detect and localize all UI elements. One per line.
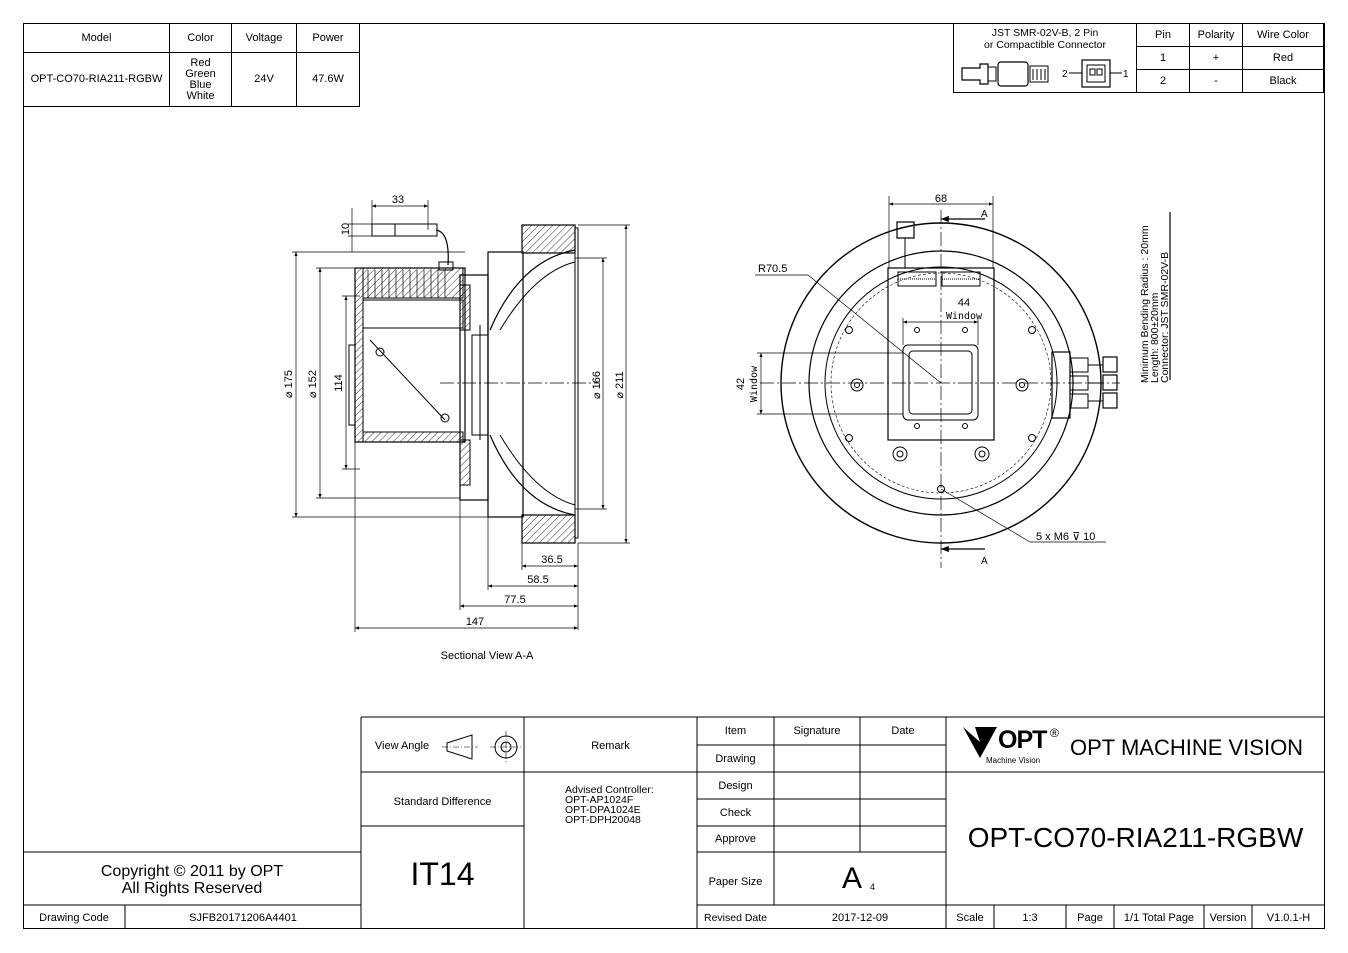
radius-label: R70.5 [758, 263, 787, 275]
revised-date-value: 2017-12-09 [831, 912, 889, 924]
paper-size-label: Paper Size [708, 876, 763, 888]
spec-voltage: 24V [231, 52, 297, 107]
drawing-frame [23, 23, 1325, 929]
spec-model: OPT-CO70-RIA211-RGBW [23, 52, 170, 107]
connector-desc-cell: JST SMR-02V-B, 2 Pin or Compactible Conn… [953, 23, 1137, 93]
dim-77-5-label: 77.5 [504, 594, 525, 606]
note-line-2: Length: 800±20mm [1149, 292, 1161, 383]
check-label: Check [719, 807, 752, 819]
version-label: Version [1209, 912, 1247, 924]
signature-label: Signature [793, 725, 841, 737]
advised-controller: Advised Controller: OPT-AP1024F OPT-DPA1… [565, 784, 654, 826]
scale-value: 1:3 [1022, 912, 1038, 924]
revised-date-label: Revised Date [703, 912, 768, 924]
conn-row1-polarity: + [1189, 46, 1243, 70]
copyright-line-1: Copyright © 2011 by OPT [100, 863, 284, 880]
scale-label: Scale [956, 912, 984, 924]
version-value: V1.0.1-H [1266, 912, 1311, 924]
connector-pin-label-1: 1 [1123, 69, 1129, 80]
drawing-code-value: SJFB20171206A4401 [189, 912, 297, 924]
spec-color-white: White [186, 89, 215, 102]
dim-dia-166-label: ⌀ 166 [591, 371, 603, 399]
drawing-label: Drawing [715, 753, 756, 765]
advised-line-3: OPT-DPA1024E [565, 804, 641, 816]
total-page-label: 1/1 Total Page [1123, 912, 1195, 924]
conn-row1-wire: Red [1242, 46, 1324, 70]
dim-58-5-label: 58.5 [527, 574, 548, 586]
approve-label: Approve [715, 833, 756, 845]
paper-size-sub: 4 [870, 882, 876, 892]
window-42-label: 42 [735, 378, 747, 390]
standard-difference-label: Standard Difference [393, 796, 492, 808]
view-angle-label: View Angle [374, 740, 430, 752]
logo-registered: ® [1050, 726, 1059, 740]
section-mark-a-bottom: A [981, 556, 988, 567]
conn-row2-wire: Black [1242, 69, 1324, 93]
dim-68-label: 68 [935, 193, 947, 205]
remark-label: Remark [591, 740, 630, 752]
advised-line-2: OPT-AP1024F [565, 794, 634, 806]
logo-text: OPT [998, 726, 1047, 754]
front-view [755, 196, 1171, 568]
advised-line-1: Advised Controller: [565, 784, 654, 796]
conn-row2-pin: 2 [1136, 69, 1190, 93]
title-model: OPT-CO70-RIA211-RGBW [967, 822, 1304, 853]
window-42-word: Window [749, 365, 760, 402]
section-view [292, 200, 630, 632]
dim-36-5-label: 36.5 [541, 554, 562, 566]
conn-row2-polarity: - [1189, 69, 1243, 93]
connector-table: JST SMR-02V-B, 2 Pin or Compactible Conn… [953, 23, 1324, 93]
copyright: Copyright © 2011 by OPT All Rights Reser… [23, 863, 361, 897]
connector-icon: 2 1 [961, 59, 1129, 88]
spec-power: 47.6W [296, 52, 360, 107]
connector-pin-label-2: 2 [1062, 69, 1068, 80]
dim-dia-211-label: ⌀ 211 [614, 371, 626, 398]
spec-table: Model Color Voltage Power OPT-CO70-RIA21… [23, 23, 360, 107]
window-44-label: 44 [958, 297, 970, 309]
drawing-code-label: Drawing Code [39, 912, 109, 924]
logo-subtitle: Machine Vision [986, 756, 1041, 765]
spec-color-red: Red [190, 56, 211, 69]
copyright-line-2: All Rights Reserved [121, 880, 263, 897]
item-label: Item [724, 725, 747, 737]
dim-147-label: 147 [466, 616, 484, 628]
spec-color-green: Green [185, 67, 216, 80]
conn-row1-pin: 1 [1136, 46, 1190, 70]
dim-dia-175-label: ⌀ 175 [283, 370, 295, 398]
screw-label: 5 x M6 ⊽ 10 [1036, 531, 1095, 543]
page-label: Page [1077, 912, 1103, 924]
date-label: Date [891, 725, 915, 737]
tolerance-value: IT14 [410, 856, 475, 892]
dim-dia-152-label: ⌀ 152 [307, 370, 319, 398]
spec-color-blue: Blue [189, 78, 212, 91]
connector-desc: JST SMR-02V-B, 2 Pin or Compactible Conn… [984, 27, 1106, 51]
dim-33-label: 33 [392, 194, 404, 206]
spec-header-color: Color [169, 23, 232, 53]
company-name: OPT MACHINE VISION [1070, 735, 1304, 760]
section-view-caption: Sectional View A-A [441, 650, 534, 662]
design-label: Design [718, 780, 753, 792]
opt-logo-icon [963, 727, 997, 758]
paper-size-value: A [842, 862, 863, 895]
title-block-lines [23, 716, 1325, 929]
window-44-word: Window [946, 311, 983, 322]
advised-line-4: OPT-DPH20048 [565, 814, 641, 826]
conn-header-pin: Pin [1136, 23, 1190, 47]
note-line-3: Connector: JST SMR-02V-B [1159, 252, 1171, 383]
dim-114-label: 114 [333, 374, 345, 392]
dim-10-label: 10 [340, 223, 352, 235]
note-line-1: Minimum Bending Radius : 20mm [1139, 225, 1151, 383]
section-mark-a-top: A [981, 209, 988, 220]
conn-header-polarity: Polarity [1189, 23, 1243, 47]
